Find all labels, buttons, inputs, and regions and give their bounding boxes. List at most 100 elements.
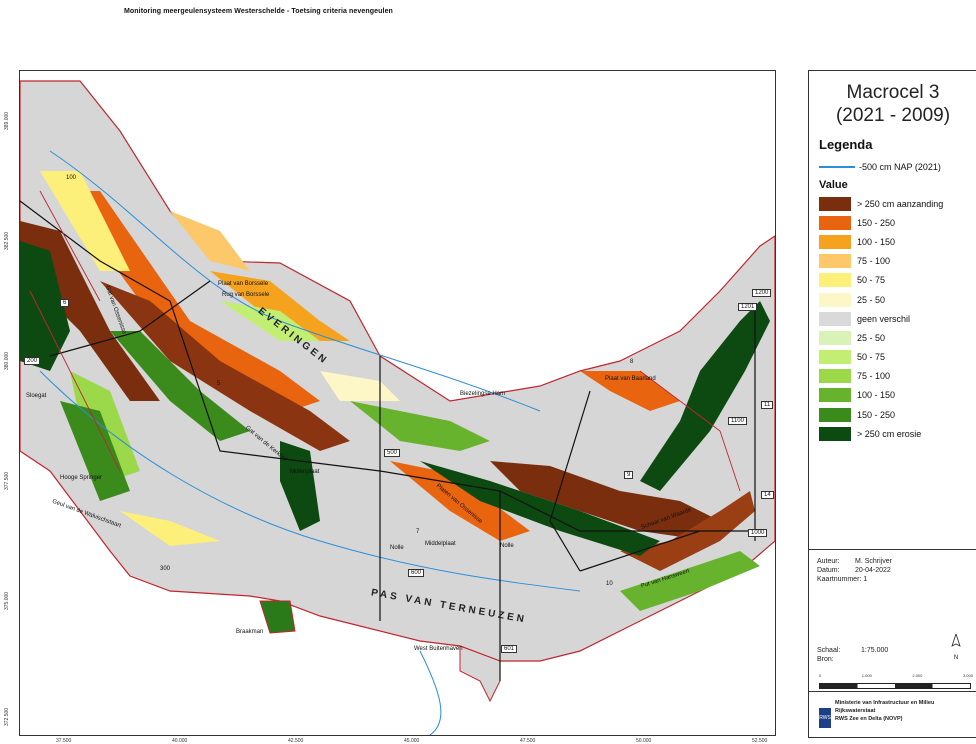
legend-title: Macrocel 3 (2021 - 2009) bbox=[809, 81, 976, 127]
map-label-nolle: Nolle bbox=[500, 543, 514, 549]
meta-author-key: Auteur: bbox=[817, 558, 840, 565]
cell-label-1200: 1200 bbox=[752, 289, 772, 297]
depth-contour-2 bbox=[39, 370, 581, 592]
coord-left-5: 375.000 bbox=[4, 591, 10, 610]
map-canvas[interactable] bbox=[20, 71, 775, 735]
meta-mapnumber-value: 1 bbox=[863, 576, 868, 583]
org-line-1: Ministerie van Infrastructuur en Milieu bbox=[835, 700, 935, 706]
legend-class-label: geen verschil bbox=[857, 313, 911, 324]
map-label-plaat-van-baarland: Plaat van Baarland bbox=[605, 376, 656, 382]
band-darkgreen-4 bbox=[640, 301, 770, 491]
legend-class-label: 50 - 75 bbox=[857, 275, 886, 286]
legend-class-1: 150 - 250 bbox=[819, 213, 976, 232]
map-label-braakman: Braakman bbox=[236, 629, 264, 635]
north-label: N bbox=[953, 655, 959, 661]
legend-class-swatch bbox=[819, 196, 851, 211]
legend-line-item: -500 cm NAP (2021) bbox=[819, 162, 976, 172]
map-label-molenplaat: Molenplaat bbox=[290, 469, 320, 475]
cell-label-200: 200 bbox=[24, 357, 41, 365]
map-label-hooge-springer: Hooge Springer bbox=[60, 475, 103, 481]
depth-contour-1 bbox=[49, 150, 541, 412]
map-panel[interactable]: Rug van Borssele Plaat van Borssele Gat … bbox=[19, 70, 776, 736]
meta-date-value: 20-04-2022 bbox=[855, 567, 891, 574]
cell-label-5: 5 bbox=[217, 381, 221, 387]
cell-label-1201: 1201 bbox=[738, 303, 758, 311]
coord-bottom-7: 52.500 bbox=[752, 738, 768, 744]
cell-label-7: 7 bbox=[416, 529, 420, 535]
cell-label-14: 14 bbox=[761, 491, 774, 499]
scale-tick-1: 0 bbox=[819, 673, 822, 678]
legend-class-label: 25 - 50 bbox=[857, 294, 886, 305]
map-label-sloegat: Sloegat bbox=[26, 393, 47, 399]
meta-scale-value: 1:75.000 bbox=[861, 647, 889, 654]
band-lightgreen-1 bbox=[220, 301, 320, 341]
harbour-braakman bbox=[259, 600, 296, 634]
legend-class-11: 150 - 250 bbox=[819, 405, 976, 424]
organisation-block: RWS Ministerie van Infrastructuur en Mil… bbox=[819, 696, 976, 730]
cell-label-1000: 1000 bbox=[748, 529, 768, 537]
legend-class-swatch bbox=[819, 388, 851, 403]
band-green-2 bbox=[350, 401, 490, 451]
legend-class-6: geen verschil bbox=[819, 309, 976, 328]
legend-class-swatch bbox=[819, 273, 851, 288]
legend-class-9: 75 - 100 bbox=[819, 367, 976, 386]
meta-author: Auteur: M. Schrijver bbox=[817, 558, 892, 565]
coord-left-2: 382.500 bbox=[4, 231, 10, 250]
band-darkgreen-2 bbox=[280, 441, 320, 531]
map-label-rug-van-borssele: Rug van Borssele bbox=[222, 292, 270, 298]
legend-title-line2: (2021 - 2009) bbox=[835, 105, 951, 126]
band-orange-3 bbox=[390, 461, 530, 541]
document-title: Monitoring meergeulensysteem Westerschel… bbox=[124, 8, 393, 15]
legend-class-swatch bbox=[819, 215, 851, 230]
contour-line-label: -500 cm NAP (2021) bbox=[859, 162, 941, 172]
coord-left-6: 372.500 bbox=[4, 707, 10, 726]
band-darkgreen-1 bbox=[20, 241, 70, 371]
legend-class-swatch bbox=[819, 350, 851, 365]
legend-class-8: 50 - 75 bbox=[819, 348, 976, 367]
meta-source-key: Bron: bbox=[817, 656, 834, 663]
legend-class-2: 100 - 150 bbox=[819, 232, 976, 251]
legend-class-label: 100 - 150 bbox=[857, 236, 896, 247]
band-brown-1 bbox=[20, 221, 160, 401]
meta-author-value: M. Schrijver bbox=[855, 558, 892, 565]
map-label-nolle-2: Nolle bbox=[390, 545, 404, 551]
legend-class-label: 100 - 150 bbox=[857, 390, 896, 401]
meta-source: Bron: bbox=[817, 656, 855, 663]
cell-label-11: 11 bbox=[761, 401, 774, 409]
contour-line-swatch bbox=[819, 166, 855, 168]
legend-class-label: 150 - 250 bbox=[857, 409, 896, 420]
scale-tick-2: 1.000 bbox=[861, 673, 872, 678]
cell-label-10: 10 bbox=[606, 581, 613, 587]
legend-class-swatch bbox=[819, 369, 851, 384]
legend-class-swatch bbox=[819, 426, 851, 441]
cell-label-1100: 1100 bbox=[728, 417, 747, 425]
legend-class-label: 75 - 100 bbox=[857, 256, 891, 267]
legend-class-10: 100 - 150 bbox=[819, 386, 976, 405]
coord-bottom-1: 37.500 bbox=[56, 738, 72, 744]
meta-scale: Schaal:1:75.000 bbox=[817, 647, 888, 654]
legend-class-swatch bbox=[819, 311, 851, 326]
legend-title-line1: Macrocel 3 bbox=[846, 82, 940, 103]
map-label-biezelingse-ham: Biezelingse Ham bbox=[460, 391, 506, 397]
coord-bottom-5: 47.500 bbox=[520, 738, 536, 744]
legend-panel: Macrocel 3 (2021 - 2009) Legenda -500 cm… bbox=[808, 70, 976, 738]
rijkswaterstaat-logo-icon: RWS bbox=[819, 708, 831, 728]
cell-label-8: 8 bbox=[630, 359, 634, 365]
legend-class-3: 75 - 100 bbox=[819, 252, 976, 271]
legend-class-swatch bbox=[819, 330, 851, 345]
scale-bar bbox=[819, 683, 971, 689]
legend-class-swatch bbox=[819, 292, 851, 307]
band-orange-1 bbox=[60, 191, 320, 411]
red-boundary-lines bbox=[29, 190, 741, 492]
band-yellow-2 bbox=[170, 211, 250, 271]
band-green-3 bbox=[620, 551, 760, 611]
legend-class-label: 25 - 50 bbox=[857, 332, 886, 343]
organisation-text: Ministerie van Infrastructuur en Milieu … bbox=[835, 699, 934, 723]
scale-tick-4: 3.000 bbox=[962, 673, 973, 678]
legend-class-label: > 250 cm erosie bbox=[857, 428, 922, 439]
legend-class-swatch bbox=[819, 407, 851, 422]
map-label-plaat-van-borssele: Plaat van Borssele bbox=[218, 281, 269, 287]
band-darkgreen-5 bbox=[60, 401, 130, 501]
coord-left-3: 380.000 bbox=[4, 351, 10, 370]
